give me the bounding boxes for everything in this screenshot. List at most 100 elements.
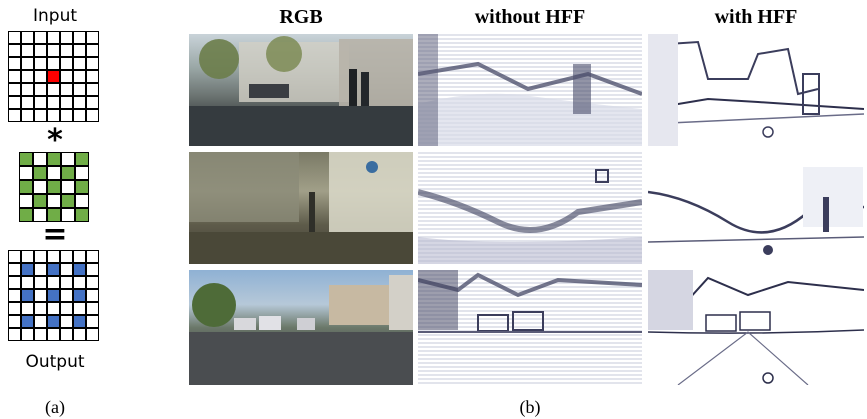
grid-cell <box>86 276 99 289</box>
grid-cell <box>34 250 47 263</box>
grid-cell <box>61 152 75 166</box>
grid-cell <box>73 263 86 276</box>
grid-cell <box>8 44 21 57</box>
grid-cell <box>73 31 86 44</box>
grid-cell <box>21 263 34 276</box>
grid-cell <box>34 109 47 122</box>
grid-cell <box>86 328 99 341</box>
grid-cell <box>47 31 60 44</box>
grid-cell <box>60 31 73 44</box>
grid-cell <box>8 57 21 70</box>
grid-cell <box>21 44 34 57</box>
with-hff-image-row1 <box>648 34 864 146</box>
grid-cell <box>73 96 86 109</box>
grid-cell <box>47 83 60 96</box>
grid-cell <box>34 289 47 302</box>
grid-cell <box>47 57 60 70</box>
grid-cell <box>8 315 21 328</box>
grid-cell <box>75 166 89 180</box>
grid-cell <box>34 328 47 341</box>
grid-cell <box>8 289 21 302</box>
grid-cell <box>34 302 47 315</box>
grid-cell <box>21 328 34 341</box>
grid-cell <box>8 109 21 122</box>
grid-cell <box>21 70 34 83</box>
grid-cell <box>60 302 73 315</box>
grid-cell <box>21 289 34 302</box>
output-grid <box>8 250 99 341</box>
grid-cell <box>86 109 99 122</box>
grid-cell <box>21 276 34 289</box>
grid-cell <box>8 70 21 83</box>
kernel-grid <box>19 152 89 222</box>
grid-cell <box>86 44 99 57</box>
grid-cell <box>61 166 75 180</box>
grid-cell <box>47 109 60 122</box>
grid-cell <box>60 83 73 96</box>
grid-cell <box>34 31 47 44</box>
grid-cell <box>47 276 60 289</box>
grid-cell <box>34 44 47 57</box>
grid-cell <box>60 315 73 328</box>
without-hff-image-row2 <box>418 152 642 264</box>
grid-cell <box>33 152 47 166</box>
grid-cell <box>61 194 75 208</box>
grid-cell <box>60 44 73 57</box>
grid-cell <box>34 276 47 289</box>
grid-cell <box>60 96 73 109</box>
with-hff-image-row2 <box>648 152 864 264</box>
grid-cell <box>60 328 73 341</box>
grid-cell <box>73 57 86 70</box>
without-hff-image-row1 <box>418 34 642 146</box>
grid-cell <box>75 152 89 166</box>
grid-cell <box>61 208 75 222</box>
grid-cell <box>86 289 99 302</box>
grid-cell <box>60 70 73 83</box>
grid-cell <box>47 250 60 263</box>
grid-cell <box>47 302 60 315</box>
grid-cell <box>73 83 86 96</box>
grid-cell <box>47 70 60 83</box>
equals-operator: = <box>42 217 68 252</box>
grid-cell <box>86 263 99 276</box>
rgb-image-row2 <box>189 152 413 264</box>
grid-cell <box>47 96 60 109</box>
grid-cell <box>75 180 89 194</box>
grid-cell <box>73 44 86 57</box>
grid-cell <box>47 263 60 276</box>
grid-cell <box>73 250 86 263</box>
grid-cell <box>47 194 61 208</box>
grid-cell <box>21 57 34 70</box>
grid-cell <box>47 289 60 302</box>
grid-cell <box>8 276 21 289</box>
grid-cell <box>34 70 47 83</box>
grid-cell <box>8 302 21 315</box>
grid-cell <box>33 194 47 208</box>
grid-cell <box>33 208 47 222</box>
grid-cell <box>8 31 21 44</box>
grid-cell <box>33 166 47 180</box>
caption-a: (a) <box>45 397 65 417</box>
grid-cell <box>8 83 21 96</box>
grid-cell <box>47 166 61 180</box>
grid-cell <box>34 57 47 70</box>
grid-cell <box>19 194 33 208</box>
grid-cell <box>86 31 99 44</box>
without-hff-image-row3 <box>418 270 642 385</box>
grid-cell <box>34 96 47 109</box>
grid-cell <box>47 152 61 166</box>
grid-cell <box>21 96 34 109</box>
grid-cell <box>60 109 73 122</box>
grid-cell <box>8 328 21 341</box>
grid-cell <box>86 250 99 263</box>
grid-cell <box>47 208 61 222</box>
grid-cell <box>73 70 86 83</box>
column-header-rgb: RGB <box>279 6 323 28</box>
grid-cell <box>47 180 61 194</box>
caption-b: (b) <box>519 397 541 417</box>
grid-cell <box>73 109 86 122</box>
input-label: Input <box>32 6 78 26</box>
grid-cell <box>33 180 47 194</box>
grid-cell <box>21 315 34 328</box>
grid-cell <box>60 57 73 70</box>
